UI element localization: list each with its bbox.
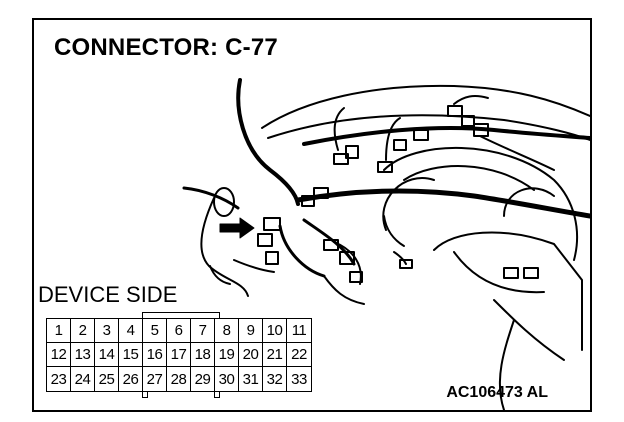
connector-block	[257, 233, 273, 247]
connector-key-right	[214, 390, 220, 398]
floor-line	[498, 319, 515, 410]
connector-block	[313, 187, 329, 199]
connector-block	[447, 105, 463, 117]
connector-pin: 8	[215, 319, 239, 343]
lower-cable	[209, 265, 231, 285]
connector-latch-top	[142, 312, 220, 320]
connector-pin: 13	[71, 343, 95, 367]
connector-pin: 9	[239, 319, 263, 343]
cluster-cable	[302, 218, 356, 266]
connector-block	[339, 251, 355, 265]
cluster-cable	[278, 224, 326, 278]
connector-pin: 24	[71, 367, 95, 391]
connector-block	[503, 267, 519, 279]
drop-cable	[393, 251, 407, 265]
connector-pin: 29	[191, 367, 215, 391]
connector-pin: 1	[47, 319, 71, 343]
connector-pin: 14	[95, 343, 119, 367]
lower-panel	[433, 231, 583, 351]
gauge-right	[503, 187, 555, 217]
connector-pin: 18	[191, 343, 215, 367]
connector-block	[349, 271, 363, 283]
connector-pin: 11	[287, 319, 311, 343]
pointer-arrow	[219, 217, 255, 239]
connector-pin: 22	[287, 343, 311, 367]
cluster-opening	[403, 165, 535, 191]
figure-code: AC106473 AL	[446, 384, 548, 401]
connector-block	[377, 161, 393, 173]
connector-pin: 30	[215, 367, 239, 391]
connector-block	[413, 129, 429, 141]
connector-pin: 33	[291, 370, 307, 388]
connector-pin: 21	[263, 343, 287, 367]
connector-pin: 4	[119, 319, 143, 343]
connector-pin: 15	[119, 343, 143, 367]
dashboard-outline	[261, 84, 590, 129]
connector-block	[461, 115, 475, 127]
connector-block	[263, 217, 281, 231]
dashboard-wiring-illustration	[182, 78, 590, 410]
connector-pin: 19	[215, 343, 239, 367]
left-cable	[200, 197, 249, 297]
connector-title: CONNECTOR: C-77	[54, 34, 278, 61]
connector-pin: 6	[167, 319, 191, 343]
connector-pin: 3	[95, 319, 119, 343]
connector-pin: 28	[167, 367, 191, 391]
connector-block	[345, 145, 359, 159]
lower-cable	[233, 259, 275, 273]
drop-cable	[383, 215, 405, 247]
connector-pin: 23	[47, 367, 71, 391]
drop-cable	[385, 117, 401, 161]
device-side-label: DEVICE SIDE	[38, 282, 178, 308]
connector-pin: 25	[95, 367, 119, 391]
connector-pin: 27	[143, 367, 167, 391]
connector-pin: 16	[143, 343, 167, 367]
glovebox-edge	[453, 251, 545, 294]
drop-cable	[333, 107, 345, 151]
connector-pin: 31	[239, 367, 263, 391]
connector-block	[323, 239, 339, 251]
connector-pin: 2	[71, 319, 95, 343]
connector-pin: 12	[47, 343, 71, 367]
connector-pin: 32	[263, 367, 287, 391]
connector-pin: 7	[191, 319, 215, 343]
gauge-left	[382, 177, 435, 231]
upper-harness	[302, 125, 590, 146]
instrument-hood	[383, 146, 578, 261]
connector-pin: 26	[119, 367, 143, 391]
main-harness	[295, 188, 590, 219]
lower-cable	[323, 275, 365, 305]
drop-cable	[479, 135, 555, 171]
connector-block	[265, 251, 279, 265]
drop-cable	[453, 95, 489, 105]
connector-block	[523, 267, 539, 279]
connector-pin: 10	[263, 319, 287, 343]
connector-block	[399, 259, 413, 269]
connector-pin: 17	[167, 343, 191, 367]
harness-riser	[236, 78, 300, 206]
connector-pin: 20	[239, 343, 263, 367]
grommet	[213, 187, 235, 217]
connector-block	[301, 195, 315, 207]
steering-column	[493, 299, 565, 361]
connector-pin: 5	[143, 319, 167, 343]
connector-block	[393, 139, 407, 151]
connector-key-left	[142, 390, 148, 398]
